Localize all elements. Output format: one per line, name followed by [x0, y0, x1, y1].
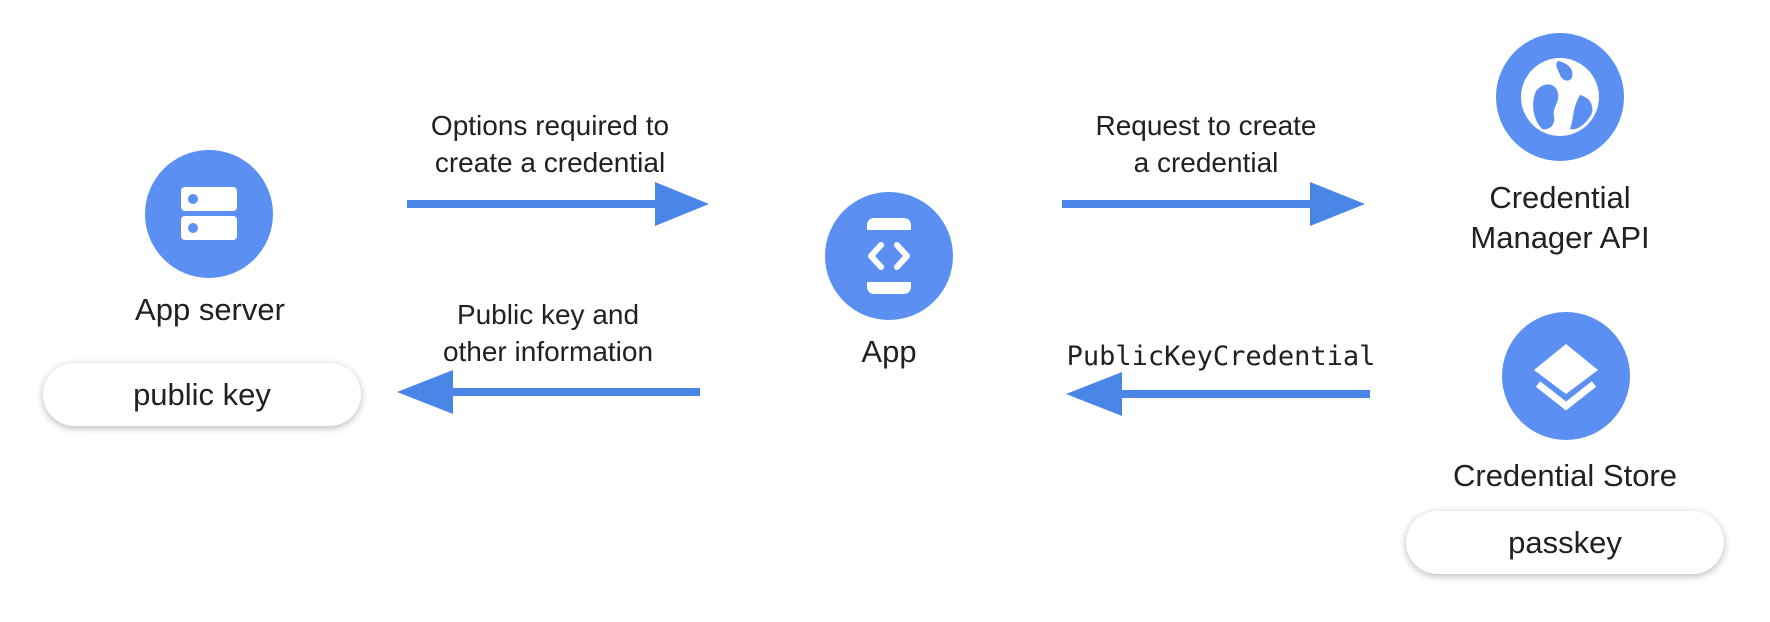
server-icon [181, 187, 237, 240]
credential-store-label: Credential Store [1452, 458, 1677, 493]
public-key-badge: public key [43, 363, 361, 426]
credential-manager-icon-circle [1496, 33, 1624, 161]
app-code-icon [867, 218, 911, 294]
globe-icon [1521, 58, 1599, 136]
app-icon-circle [825, 192, 953, 320]
credential-arrow [1066, 372, 1370, 416]
request-arrow-label-1: Request to create [1095, 110, 1317, 141]
credential-arrow-label: PublicKeyCredential [1066, 341, 1376, 372]
app-label: App [861, 334, 917, 369]
request-arrow-label-2: a credential [1133, 147, 1279, 178]
public-key-arrow-label-1: Public key and [456, 299, 640, 330]
passkey-badge: passkey [1406, 511, 1724, 574]
credential-manager-label-1: Credential [1489, 180, 1631, 215]
credential-store-icon-circle [1502, 312, 1630, 440]
options-arrow-label-2: create a credential [434, 147, 666, 178]
credential-manager-label-2: Manager API [1470, 220, 1650, 255]
app-server-label: App server [135, 292, 285, 327]
options-arrow [407, 182, 709, 226]
options-arrow-label-1: Options required to [430, 110, 670, 141]
public-key-arrow-label-2: other information [442, 336, 654, 367]
request-arrow [1062, 182, 1365, 226]
public-key-arrow [397, 370, 700, 414]
app-server-icon-circle [145, 150, 273, 278]
layers-icon [1534, 344, 1598, 411]
